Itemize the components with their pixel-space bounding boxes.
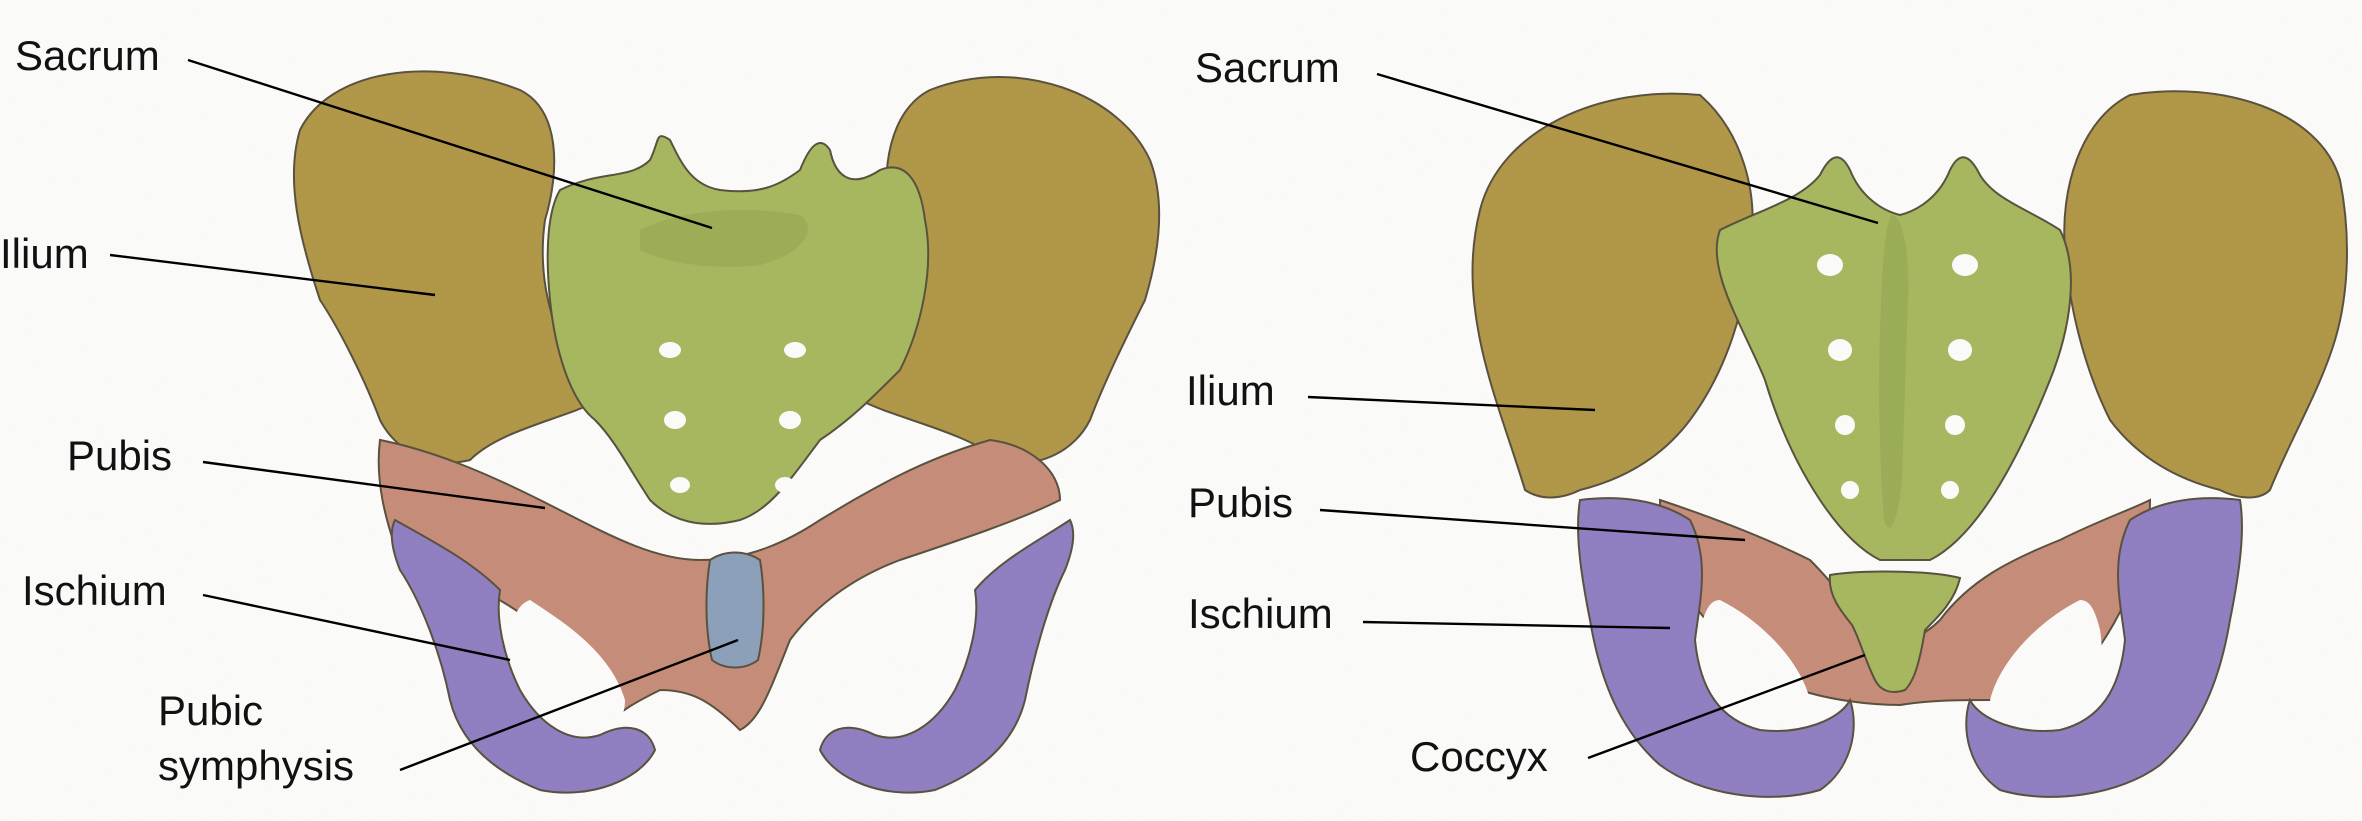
label-sacrum-left: Sacrum bbox=[15, 32, 160, 79]
label-symphysis-line2: symphysis bbox=[158, 742, 354, 789]
label-ilium-left: Ilium bbox=[0, 230, 89, 277]
label-ischium-left: Ischium bbox=[22, 567, 167, 614]
label-coccyx: Coccyx bbox=[1410, 733, 1548, 780]
label-symphysis-line1: Pubic bbox=[158, 687, 263, 734]
label-ilium-right: Ilium bbox=[1186, 367, 1275, 414]
label-ischium-right: Ischium bbox=[1188, 590, 1333, 637]
label-pubis-right: Pubis bbox=[1188, 479, 1293, 526]
label-sacrum-right: Sacrum bbox=[1195, 44, 1340, 91]
label-pubis-left: Pubis bbox=[67, 432, 172, 479]
